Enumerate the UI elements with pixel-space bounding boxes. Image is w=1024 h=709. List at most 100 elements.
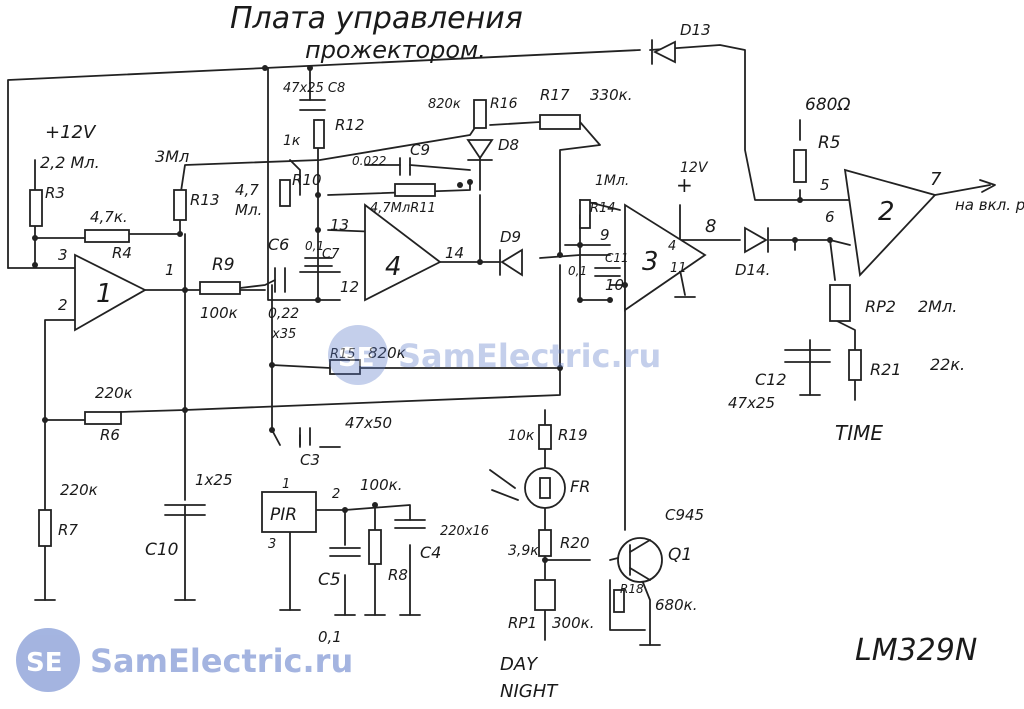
c3-value: 47x50 bbox=[345, 414, 392, 432]
pir-sensor bbox=[261, 491, 317, 533]
c9-value: 0.022 bbox=[352, 154, 386, 168]
r15-value: 820к bbox=[368, 344, 406, 362]
supply-12v-right: 12V bbox=[680, 160, 709, 176]
resistor-r8 bbox=[368, 529, 382, 565]
c6-value: 0,22 bbox=[268, 306, 299, 322]
title-line-2: прожектором. bbox=[305, 36, 486, 64]
c7-value: 0,1 bbox=[305, 239, 324, 253]
r10-value: 4,7 bbox=[235, 181, 259, 199]
opamp-1-label: 1 bbox=[96, 279, 113, 309]
resistor-r16 bbox=[473, 99, 487, 129]
r5-label: R5 bbox=[818, 133, 841, 153]
pin-4: 4 bbox=[668, 239, 676, 254]
r3-value: 2,2 Мл. bbox=[40, 153, 100, 172]
capacitor-c10 bbox=[164, 504, 206, 516]
pir-pin-2: 2 bbox=[332, 487, 340, 502]
rp2-label: RP2 bbox=[865, 297, 896, 316]
diode-d9 bbox=[499, 248, 523, 277]
resistor-r17 bbox=[539, 114, 581, 130]
c11-label: C11 bbox=[605, 251, 629, 265]
r17-value: 330к. bbox=[590, 86, 632, 104]
resistor-r18 bbox=[613, 589, 625, 613]
capacitor-c3 bbox=[299, 427, 311, 446]
r7-value: 220к bbox=[60, 481, 98, 499]
c8-label: 47x25 C8 bbox=[283, 81, 345, 96]
r21-value: 22к. bbox=[930, 355, 965, 374]
diode-d14 bbox=[744, 226, 769, 254]
resistor-r6 bbox=[84, 411, 122, 425]
resistor-r20 bbox=[538, 529, 552, 557]
r15-label: R15 bbox=[330, 347, 356, 362]
c7-label: C7 bbox=[322, 247, 340, 262]
resistor-r15 bbox=[329, 359, 361, 375]
d8-label: D8 bbox=[498, 136, 519, 154]
capacitor-c8 bbox=[299, 99, 326, 111]
opamp-4 bbox=[364, 203, 442, 302]
resistor-r9 bbox=[199, 281, 241, 295]
r19-value: 10к bbox=[508, 428, 535, 444]
rp1-label: RP1 bbox=[508, 614, 537, 632]
night-label: NIGHT bbox=[500, 681, 559, 702]
pin-11: 11 bbox=[670, 261, 687, 276]
capacitor-c9 bbox=[364, 157, 471, 176]
capacitor-c5 bbox=[329, 547, 361, 557]
c9-label: C9 bbox=[410, 141, 430, 159]
transistor-q1 bbox=[617, 537, 663, 583]
fr-label: FR bbox=[570, 477, 590, 496]
c5-label: C5 bbox=[318, 570, 341, 590]
pir-pin-3: 3 bbox=[268, 537, 276, 552]
resistor-r3 bbox=[29, 189, 43, 227]
r19-label: R19 bbox=[558, 426, 588, 444]
c6-value-rating: x35 bbox=[271, 327, 296, 342]
c10-value: 1x25 bbox=[195, 471, 233, 489]
ground-symbols bbox=[34, 296, 821, 646]
r8-value: 100к. bbox=[360, 476, 402, 494]
rp1-value: 300к. bbox=[552, 614, 594, 632]
q1-label: Q1 bbox=[668, 545, 692, 565]
output-relay-label: на вкл. реле bbox=[955, 196, 1024, 214]
c11-value: 0,1 bbox=[568, 264, 587, 278]
r4-value: 4,7к. bbox=[90, 208, 128, 226]
r5-value: 680Ω bbox=[805, 95, 850, 115]
r9-label: R9 bbox=[212, 255, 235, 275]
c12-label: C12 bbox=[755, 370, 787, 389]
output-arrow-icon bbox=[979, 179, 996, 193]
r9-value: 100к bbox=[200, 304, 238, 322]
d9-label: D9 bbox=[500, 228, 521, 246]
c10-label: C10 bbox=[145, 540, 179, 560]
components bbox=[29, 39, 996, 646]
component-labels: Плата управления прожектором. LM329N 1 4… bbox=[40, 1, 1024, 702]
resistor-r4 bbox=[84, 229, 130, 243]
watermark-center: SE SamElectric.ru bbox=[328, 325, 661, 385]
day-label: DAY bbox=[500, 654, 539, 675]
pin-1: 1 bbox=[165, 261, 175, 279]
r7-label: R7 bbox=[58, 521, 78, 539]
r6-label: R6 bbox=[100, 426, 120, 444]
resistor-r14 bbox=[579, 199, 591, 229]
d13-label: D13 bbox=[680, 21, 711, 39]
pin-14: 14 bbox=[445, 244, 464, 262]
junction-dots bbox=[32, 65, 833, 563]
diode-d13 bbox=[651, 39, 676, 65]
r18-value: 680к. bbox=[655, 596, 697, 614]
pin-10: 10 bbox=[605, 276, 624, 294]
c4-label: C4 bbox=[420, 543, 441, 562]
opamp-4-label: 4 bbox=[385, 252, 402, 282]
capacitor-c11 bbox=[594, 267, 621, 277]
opamp-2 bbox=[843, 168, 937, 277]
opamp-1 bbox=[74, 253, 147, 332]
r12-label: R12 bbox=[335, 116, 365, 134]
title-line-1: Плата управления bbox=[230, 1, 523, 36]
light-arrow-icon bbox=[489, 469, 516, 489]
pir-pin-1: 1 bbox=[282, 477, 290, 492]
resistor-r5 bbox=[793, 149, 807, 183]
opamp-2-label: 2 bbox=[878, 197, 895, 227]
c6-label: C6 bbox=[268, 235, 289, 254]
supply-12v-left: +12V bbox=[45, 122, 97, 143]
watermark-corner-logo-text: SE bbox=[26, 648, 63, 678]
pir-label: PIR bbox=[270, 505, 297, 525]
r18-label: R18 bbox=[620, 582, 644, 596]
r8-label: R8 bbox=[388, 566, 408, 584]
diode-d8 bbox=[466, 139, 494, 161]
